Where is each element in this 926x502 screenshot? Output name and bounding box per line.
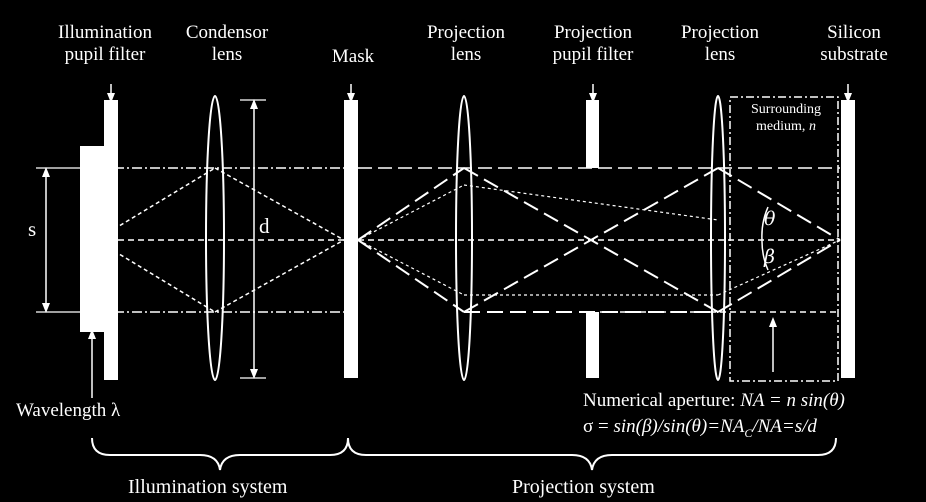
mask	[344, 100, 358, 378]
illumination-pupil-filter	[80, 100, 118, 380]
illumination-system-label: Illumination system	[128, 476, 288, 498]
projection-system-label: Projection system	[512, 476, 655, 498]
na-formula: Numerical aperture: NA = n sin(θ)	[583, 390, 845, 411]
projection-lens-2	[710, 95, 726, 381]
theta-label: θ	[764, 208, 776, 230]
theta-arc	[761, 206, 769, 241]
projection-pupil-filter	[586, 100, 599, 378]
projection-lens-1-label: Projection lens	[426, 22, 506, 65]
mask-label: Mask	[331, 46, 375, 67]
illumination-system-brace	[91, 437, 349, 471]
projection-pupil-filter-label: Projection pupil filter	[552, 22, 634, 65]
surrounding-medium-label: Surrounding medium, n	[751, 102, 821, 134]
wavelength-label: Wavelength λ	[16, 400, 121, 421]
top-arrows	[107, 84, 852, 103]
medium-n-symbol: n	[808, 119, 816, 134]
illumination-rays	[95, 167, 345, 313]
s-label: s	[28, 217, 37, 241]
projection-system-brace	[347, 437, 837, 471]
d-label: d	[259, 214, 270, 238]
projection-lens-2-label: Projection lens	[680, 22, 760, 65]
sigma-formula: σ = sin(β)/sin(θ)=NAC/NA=s/d	[583, 416, 817, 440]
illumination-pupil-filter-label: Illumination pupil filter	[58, 22, 152, 65]
silicon-substrate	[841, 100, 855, 378]
surrounding-medium-box	[729, 96, 839, 382]
beta-arc	[761, 239, 769, 271]
condensor-lens	[205, 95, 225, 381]
condensor-lens-label: Condensor lens	[185, 22, 269, 65]
projection-lens-1	[455, 95, 473, 381]
beta-label: β	[764, 246, 775, 268]
off-axis-rays	[357, 184, 841, 296]
projection-rays	[357, 167, 841, 313]
silicon-substrate-label: Silicon substrate	[820, 22, 888, 65]
